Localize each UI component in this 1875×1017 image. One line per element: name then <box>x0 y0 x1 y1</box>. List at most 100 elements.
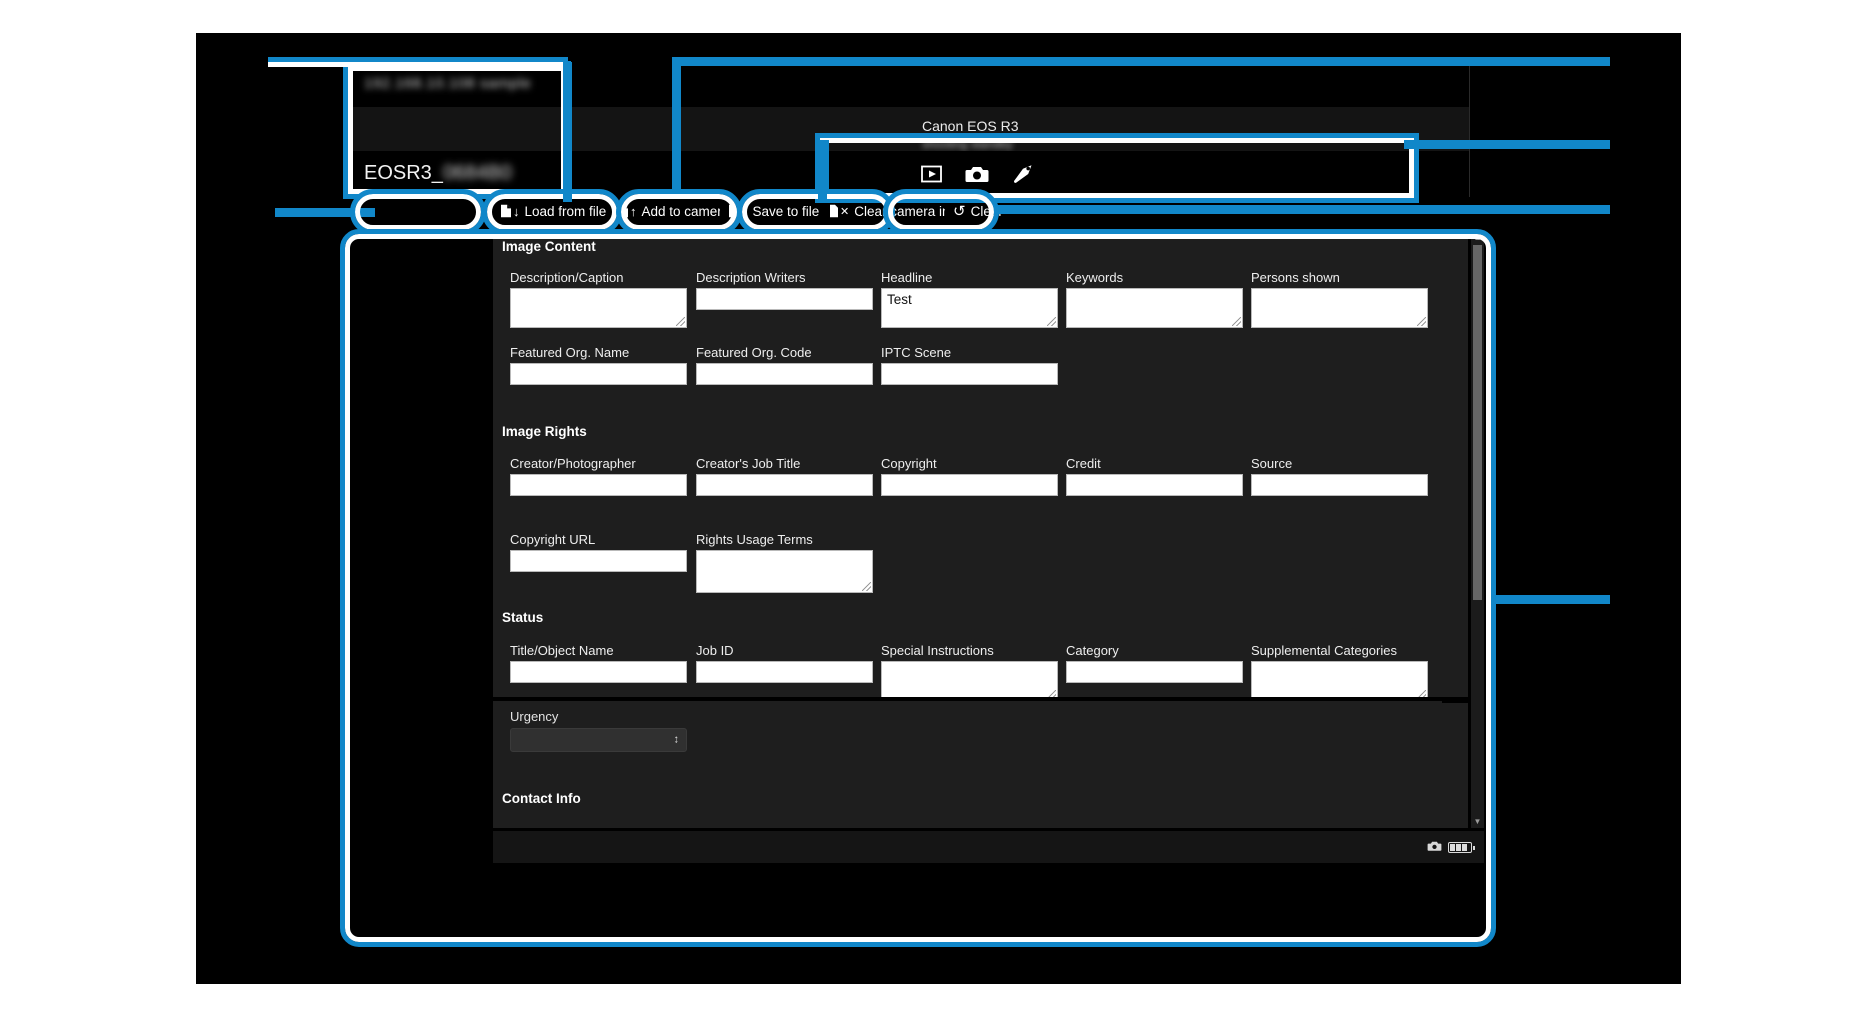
urgency-select[interactable]: ↕ <box>510 728 687 752</box>
field-featured-org-name: Featured Org. Name <box>510 345 687 385</box>
creators-job-title-input[interactable] <box>696 474 873 496</box>
clear-button[interactable]: ↺ Clear <box>945 197 1019 225</box>
field-persons-shown: Persons shown <box>1251 270 1428 328</box>
description-writers-input[interactable] <box>696 288 873 310</box>
scrollbar-thumb[interactable] <box>1473 245 1482 600</box>
field-source: Source <box>1251 456 1428 496</box>
source-label: Source <box>1251 456 1293 471</box>
creator-photographer-label: Creator/Photographer <box>510 456 636 471</box>
file-info-pane: 192.168.10.108 sample EOSR3_0684B0 <box>348 63 678 229</box>
iptc-scene-input[interactable] <box>881 363 1058 385</box>
field-featured-org-code: Featured Org. Code <box>696 345 873 385</box>
clear-camera-info-button[interactable]: ✕ Clear camera info <box>821 197 961 225</box>
persons-shown-label: Persons shown <box>1251 270 1340 285</box>
title-object-name-input[interactable] <box>510 661 687 683</box>
field-special-instructions: Special Instructions <box>881 643 1058 701</box>
featured-org-name-label: Featured Org. Name <box>510 345 630 360</box>
camera-status-strip: Canon EOS R3 shooting standby <box>678 107 1469 151</box>
section-image-content-title: Image Content <box>502 239 596 254</box>
field-creator-photographer: Creator/Photographer <box>510 456 687 496</box>
creator-photographer-input[interactable] <box>510 474 687 496</box>
credit-label: Credit <box>1066 456 1101 471</box>
field-credit: Credit <box>1066 456 1243 496</box>
description-caption-label: Description/Caption <box>510 270 624 285</box>
file-down-icon: ↓ <box>500 204 520 219</box>
chevron-updown-icon: ↕ <box>673 733 680 746</box>
tab-metadata[interactable] <box>1006 159 1040 189</box>
copyright-label: Copyright <box>881 456 937 471</box>
featured-org-name-input[interactable] <box>510 363 687 385</box>
file-clear-icon: ✕ <box>829 204 849 218</box>
add-to-camera-button[interactable]: ↑ Add to camera <box>609 197 730 225</box>
field-category: Category <box>1066 643 1243 683</box>
status-bar <box>493 831 1484 863</box>
section-contact-info-title: Contact Info <box>502 791 581 806</box>
file-up-icon: ↑ <box>617 204 637 219</box>
description-writers-label: Description Writers <box>696 270 806 285</box>
section-status-title: Status <box>502 610 544 625</box>
clear-label: Clear <box>970 203 1003 219</box>
tab-capture[interactable] <box>960 159 994 189</box>
panel-row-gap <box>493 697 1468 703</box>
featured-org-code-input[interactable] <box>696 363 873 385</box>
iptc-scene-label: IPTC Scene <box>881 345 952 360</box>
supplemental-categories-label: Supplemental Categories <box>1251 643 1397 658</box>
file-save-icon: ↑ <box>728 204 748 219</box>
copyright-url-input[interactable] <box>510 550 687 572</box>
tag-icon <box>1014 165 1032 183</box>
battery-icon <box>1448 842 1475 853</box>
form-scrollbar[interactable]: ▲ ▼ <box>1471 231 1484 828</box>
tab-playback[interactable] <box>914 159 948 189</box>
headline-label: Headline <box>881 270 933 285</box>
featured-org-code-label: Featured Org. Code <box>696 345 812 360</box>
urgency-label: Urgency <box>510 709 559 724</box>
description-caption-input[interactable] <box>510 288 687 328</box>
source-input[interactable] <box>1251 474 1428 496</box>
headline-input[interactable]: Test <box>881 288 1058 328</box>
keywords-label: Keywords <box>1066 270 1124 285</box>
address-row: 192.168.10.108 sample <box>348 63 678 107</box>
metadata-toolbar: ↓ Load from file ↑ Add to camera ↑ Save … <box>492 197 1492 229</box>
section-image-rights-title: Image Rights <box>502 424 587 439</box>
save-to-file-label: Save to file <box>752 203 820 219</box>
field-iptc-scene: IPTC Scene <box>881 345 1058 385</box>
special-instructions-label: Special Instructions <box>881 643 994 658</box>
pane-divider-band <box>348 107 678 151</box>
file-name-suffix: 0684B0 <box>442 162 512 184</box>
job-id-input[interactable] <box>696 661 873 683</box>
camera-model-label: Canon EOS R3 <box>922 118 1019 134</box>
field-copyright: Copyright <box>881 456 1058 496</box>
scroll-down-arrow-icon[interactable]: ▼ <box>1473 817 1482 826</box>
field-description-caption: Description/Caption <box>510 270 687 328</box>
field-supplemental-categories: Supplemental Categories <box>1251 643 1428 701</box>
field-copyright-url: Copyright URL <box>510 532 687 572</box>
field-keywords: Keywords <box>1066 270 1243 328</box>
current-file-name: EOSR3_0684B0 <box>364 162 512 185</box>
credit-input[interactable] <box>1066 474 1243 496</box>
copyright-input[interactable] <box>881 474 1058 496</box>
field-job-id: Job ID <box>696 643 873 683</box>
special-instructions-input[interactable] <box>881 661 1058 701</box>
copyright-url-label: Copyright URL <box>510 532 596 547</box>
file-name-prefix: EOSR3_ <box>364 162 443 184</box>
undo-arrow-icon: ↺ <box>953 203 966 220</box>
field-urgency: Urgency ↕ <box>510 709 687 752</box>
creators-job-title-label: Creator's Job Title <box>696 456 801 471</box>
metadata-form-panel: Image Content Description/Caption Descri… <box>493 231 1468 828</box>
supplemental-categories-input[interactable] <box>1251 661 1428 701</box>
add-to-camera-label: Add to camera <box>641 203 730 219</box>
top-separator-2 <box>1469 63 1470 197</box>
save-to-file-button[interactable]: ↑ Save to file <box>720 197 824 225</box>
scroll-up-arrow-icon[interactable]: ▲ <box>1473 233 1482 242</box>
load-from-file-button[interactable]: ↓ Load from file <box>492 197 606 225</box>
camera-address-text: 192.168.10.108 sample <box>364 75 532 92</box>
category-input[interactable] <box>1066 661 1243 683</box>
rights-usage-terms-input[interactable] <box>696 550 873 593</box>
persons-shown-input[interactable] <box>1251 288 1428 328</box>
keywords-input[interactable] <box>1066 288 1243 328</box>
camera-icon <box>965 167 989 182</box>
urgency-band <box>493 701 1442 806</box>
field-rights-usage-terms: Rights Usage Terms <box>696 532 873 593</box>
load-from-file-label: Load from file <box>524 203 607 219</box>
